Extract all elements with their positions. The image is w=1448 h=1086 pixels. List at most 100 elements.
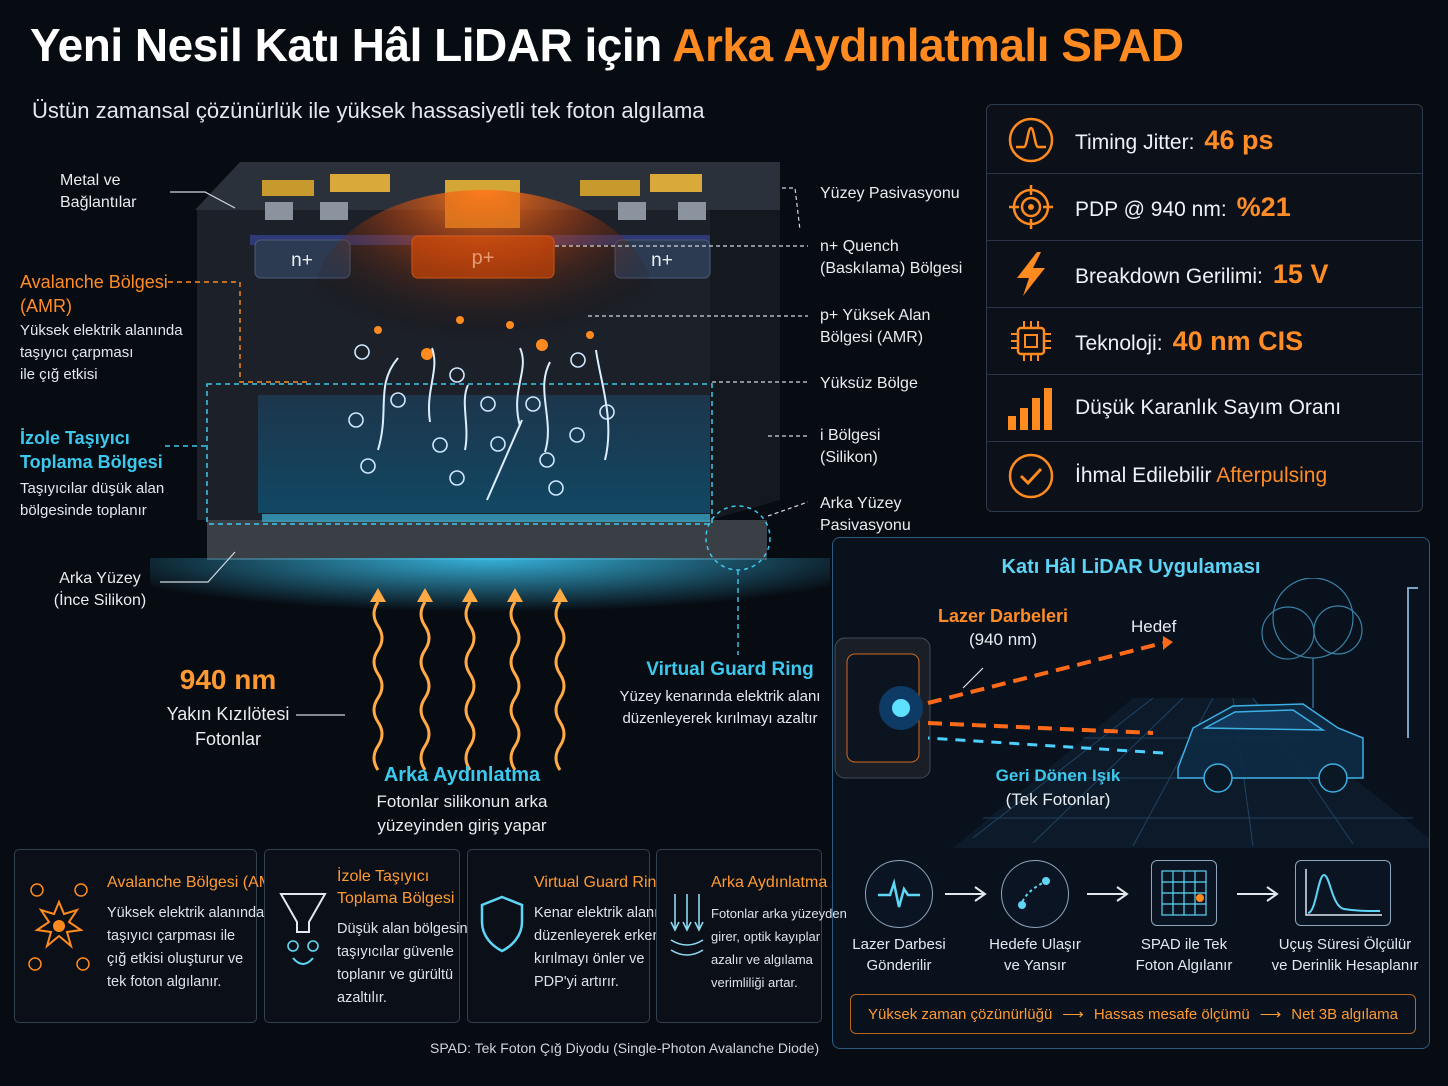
laser-pulse-icon [865,860,933,928]
flow-item: Net 3B algılama [1291,1005,1398,1023]
n-right-label: n+ [651,250,673,271]
back-surface-layer [207,520,767,560]
spec-row-technology: Teknoloji: 40 nm CIS [987,308,1422,375]
spec-value: Afterpulsing [1216,463,1328,487]
shield-icon [478,894,526,959]
spec-value: %21 [1236,191,1291,222]
funnel-icon [275,888,331,983]
spec-label: PDP @ 940 nm: [1075,197,1227,221]
avalanche-label: Avalanche Bölgesi(AMR) [20,272,168,316]
return-label: Geri Dönen Işık [995,766,1121,785]
spec-row-breakdown: Breakdown Gerilimi: 15 V [987,241,1422,308]
spec-label: Teknoloji: [1075,331,1163,355]
reflect-icon [1001,860,1069,928]
page-title: Yeni Nesil Katı Hâl LiDAR için Arka Aydı… [30,18,1184,72]
target-label: Hedef [1131,617,1177,636]
spec-row-pdp: PDP @ 940 nm: %21 [987,174,1422,241]
lidar-title: Katı Hâl LiDAR Uygulaması [1001,556,1261,578]
arrow-icon: ⟶ [1062,1006,1084,1023]
wavelength-label: 940 nm [179,664,277,695]
return-sub: (Tek Fotonlar) [1005,790,1111,809]
laser-wavelength: (940 nm) [968,630,1038,649]
spec-row-jitter: Timing Jitter: 46 ps [987,107,1422,174]
spec-label: Breakdown Gerilimi: [1075,264,1263,288]
arrow-icon [1087,886,1129,902]
laser-label: Lazer Darbeleri [937,606,1069,626]
lidar-panel: Katı Hâl LiDAR Uygulaması [832,537,1430,1049]
card-title: Arka Aydınlatma [711,874,828,891]
carrier-markers [348,344,615,496]
drift-arrows [377,347,610,501]
car-wireframe [1177,703,1364,793]
spec-label: Timing Jitter: [1075,130,1195,154]
device-side-face [710,210,780,520]
title-orange: Arka Aydınlatmalı SPAD [672,19,1184,71]
arrow-icon [1237,886,1279,902]
page-subtitle: Üstün zamansal çözünürlük ile yüksek has… [32,98,705,123]
card-guard-ring: Virtual Guard Ring Kenar elektrik alanın… [467,849,670,1023]
flow-item: Hassas mesafe ölçümü [1093,1005,1250,1023]
arrow-icon [945,886,987,902]
benefit-flow: Yüksek zaman çözünürlüğü ⟶ Hassas mesafe… [850,994,1416,1034]
spec-row-afterpulsing: İhmal Edilebilir Afterpulsing [987,442,1422,509]
spec-label: İhmal Edilebilir [1075,463,1217,487]
spec-row-dark-count: Düşük Karanlık Sayım Oranı [987,375,1422,442]
i-region-label: i Bölgesi(Silikon) [820,427,881,466]
guard-ring-title: Virtual Guard Ring [646,659,814,680]
lidar-scene [834,578,1429,848]
lightning-icon [987,250,1075,298]
title-white: Yeni Nesil Katı Hâl LiDAR için [30,19,673,71]
spec-panel: Timing Jitter: 46 ps PDP @ 940 nm: %21 Bre… [986,104,1423,512]
photon-arrows [372,601,566,771]
spec-value: 40 nm CIS [1172,325,1304,356]
spec-value: 46 ps [1204,124,1274,155]
hole-markers [374,316,594,360]
quench-label: n+ Quench(Baskılama) Bölgesi [820,238,963,277]
back-surface-label: Arka Yüzey(İnce Silikon) [53,570,147,609]
depleted-label: Yüksüz Bölge [820,375,918,392]
back-illumination-title: Arka Aydınlatma [383,764,541,786]
tof-curve-icon [1295,860,1391,926]
pulse-icon [987,116,1075,164]
chip-icon [987,317,1075,365]
bars-icon [987,386,1075,430]
arrows-down-icon [665,890,709,965]
flow-item: Yüksek zaman çözünürlüğü [868,1005,1053,1023]
footnote: SPAD: Tek Foton Çığ Diyodu (Single-Photo… [430,1040,820,1056]
check-icon [987,452,1075,500]
spad-grid-icon [1151,860,1217,926]
target-icon [987,183,1075,231]
card-title: Virtual Guard Ring [534,874,666,891]
n-left-label: n+ [291,250,313,271]
avalanche-icon [27,878,91,983]
spec-value: 15 V [1272,258,1329,289]
card-avalanche: Avalanche Bölgesi (AMR) Yüksek elektrik … [14,849,289,1023]
card-title: Avalanche Bölgesi (AMR) [107,874,290,891]
arrow-icon: ⟶ [1259,1006,1282,1023]
surface-passivation-label: Yüzey Pasivasyonu [820,185,960,202]
i-region [258,395,710,513]
avalanche-glow [313,190,653,410]
spad-device-illustration: n+ n+ p+ [150,162,830,771]
spec-label: Düşük Karanlık Sayım Oranı [1075,396,1342,419]
